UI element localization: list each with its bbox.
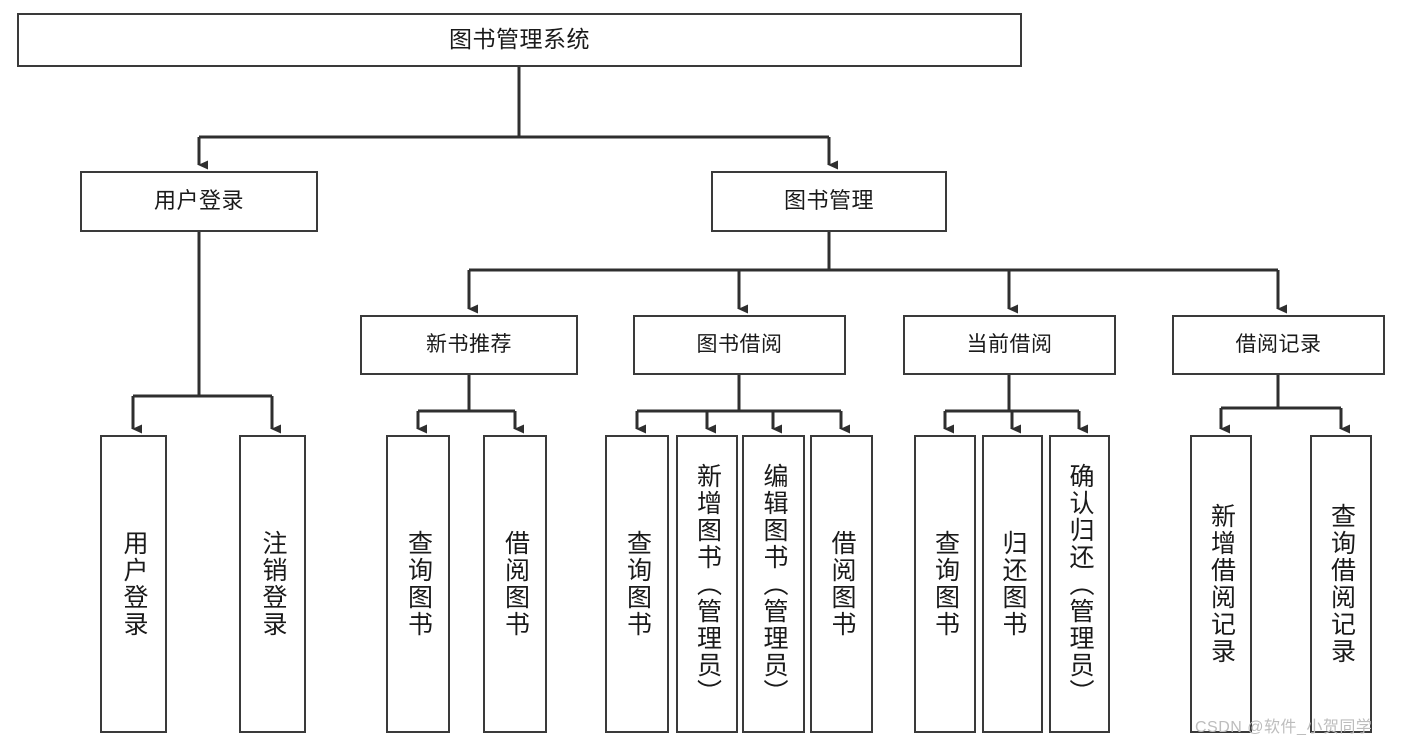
node-leaf-add-record-label: 新增借阅记录 — [1207, 503, 1236, 665]
csdn-watermark: CSDN @软件_小贺同学 — [1195, 719, 1373, 736]
node-leaf-query-book-2[interactable]: 查询图书 — [605, 435, 669, 733]
node-book-borrow-label: 图书借阅 — [696, 333, 783, 357]
node-leaf-borrow-book-2[interactable]: 借阅图书 — [810, 435, 873, 733]
node-book-management[interactable]: 图书管理 — [711, 171, 947, 232]
node-leaf-query-record-label: 查询借阅记录 — [1327, 503, 1356, 665]
node-leaf-query-record[interactable]: 查询借阅记录 — [1310, 435, 1372, 733]
node-leaf-query-book-3-label: 查询图书 — [931, 530, 960, 638]
node-leaf-add-record[interactable]: 新增借阅记录 — [1190, 435, 1252, 733]
node-new-book-recommend[interactable]: 新书推荐 — [360, 315, 578, 375]
node-leaf-edit-book-label: 编辑图书（管理员） — [760, 462, 788, 706]
node-root[interactable]: 图书管理系统 — [17, 13, 1022, 67]
node-leaf-confirm-return-label: 确认归还（管理员） — [1066, 462, 1094, 706]
node-root-label: 图书管理系统 — [449, 26, 590, 53]
node-leaf-logout-label: 注销登录 — [259, 530, 287, 638]
node-leaf-query-book-3[interactable]: 查询图书 — [914, 435, 976, 733]
node-leaf-user-login-label: 用户登录 — [120, 530, 148, 638]
node-leaf-logout[interactable]: 注销登录 — [239, 435, 306, 733]
node-current-borrow[interactable]: 当前借阅 — [903, 315, 1116, 375]
node-current-borrow-label: 当前借阅 — [966, 333, 1053, 357]
node-user-login-label: 用户登录 — [153, 188, 244, 214]
node-leaf-add-book-label: 新增图书（管理员） — [693, 462, 722, 706]
node-leaf-confirm-return[interactable]: 确认归还（管理员） — [1049, 435, 1110, 733]
node-leaf-query-book-1-label: 查询图书 — [404, 530, 433, 638]
node-leaf-return-book[interactable]: 归还图书 — [982, 435, 1043, 733]
node-leaf-return-book-label: 归还图书 — [999, 530, 1027, 638]
node-user-login[interactable]: 用户登录 — [80, 171, 318, 232]
node-leaf-query-book-1[interactable]: 查询图书 — [386, 435, 450, 733]
node-leaf-borrow-book-2-label: 借阅图书 — [828, 530, 856, 638]
node-leaf-edit-book[interactable]: 编辑图书（管理员） — [742, 435, 805, 733]
node-leaf-borrow-book-1-label: 借阅图书 — [501, 530, 530, 638]
node-borrow-record[interactable]: 借阅记录 — [1172, 315, 1385, 375]
node-leaf-user-login[interactable]: 用户登录 — [100, 435, 167, 733]
node-leaf-borrow-book-1[interactable]: 借阅图书 — [483, 435, 547, 733]
node-book-management-label: 图书管理 — [783, 188, 874, 214]
node-borrow-record-label: 借阅记录 — [1235, 333, 1322, 357]
node-leaf-add-book[interactable]: 新增图书（管理员） — [676, 435, 738, 733]
node-book-borrow[interactable]: 图书借阅 — [633, 315, 846, 375]
node-new-book-recommend-label: 新书推荐 — [426, 333, 512, 357]
node-leaf-query-book-2-label: 查询图书 — [623, 530, 652, 638]
